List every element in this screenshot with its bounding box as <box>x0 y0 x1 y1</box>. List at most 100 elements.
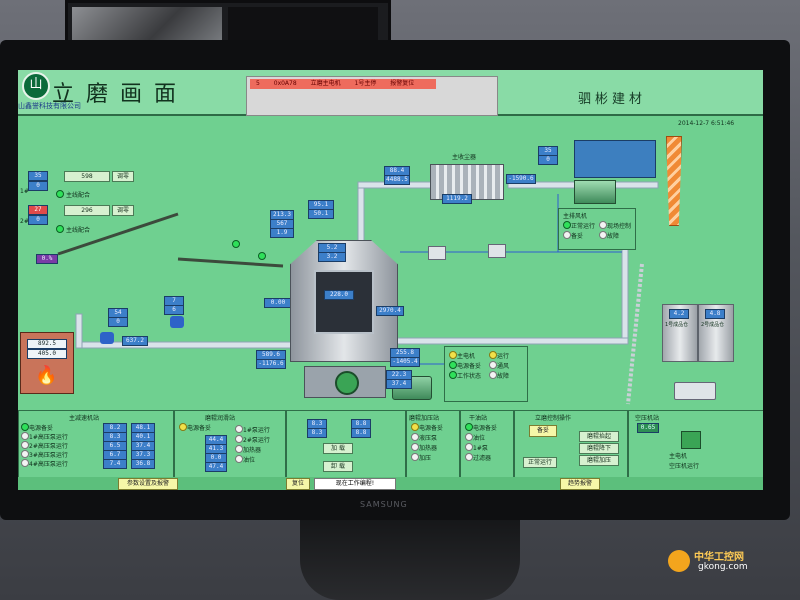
panel-roller-lube: 磨辊润滑站 电源备妥 44.4 41.3 0.0 47.4 1#泵运行 2#泵运… <box>174 410 286 478</box>
reset-button[interactable]: 复位 <box>286 478 310 490</box>
compressor-icon[interactable] <box>681 431 701 449</box>
p2-item-1: 1#泵运行 <box>243 427 270 434</box>
roller-lower-button[interactable]: 磨辊降下 <box>579 443 619 454</box>
p5-dot <box>465 433 473 441</box>
feed-conveyor <box>57 212 179 256</box>
hot-air-flow: 637.2 <box>122 336 148 346</box>
panel-mill-control: 立磨控制操作 备妥 磨辊抬起 磨辊降下 磨辊加压 正常运行 <box>514 410 628 478</box>
fan-status-dot <box>599 221 607 229</box>
ready-button[interactable]: 备妥 <box>529 425 557 437</box>
unload-button[interactable]: 卸 载 <box>323 461 353 472</box>
silo1-value: 4.2 <box>669 309 689 319</box>
feed-label-1: 1# <box>20 188 29 195</box>
company-logo: 山 <box>22 72 50 100</box>
cctv-monitor <box>65 0 391 50</box>
fan-icon[interactable] <box>488 244 506 258</box>
fan-v2: 0 <box>538 155 558 165</box>
gkong-watermark: 中华工控网 gkong.com <box>668 548 788 574</box>
mill-status-panel: 主电机 电源备妥 工作状态 运行 通风 故障 <box>444 346 528 402</box>
mill-status-1: 电源备妥 <box>457 363 482 370</box>
cctv-feed-2 <box>228 7 378 41</box>
p2-dot <box>235 425 243 433</box>
feed-row1-zero-button[interactable]: 调零 <box>112 171 134 182</box>
fan-row-3: 故障 <box>607 233 620 240</box>
alarm-panel[interactable]: 5 0x0A78 立磨主电机 1号主停 报警复位 <box>246 76 498 116</box>
mill-status-2: 工作状态 <box>457 373 482 380</box>
p5-dot <box>465 423 473 431</box>
p2-dot <box>179 423 187 431</box>
p1-dot <box>21 423 29 431</box>
trend-alarm-button[interactable]: 趋势报警 <box>560 478 600 490</box>
return-pipe-h <box>395 337 629 345</box>
p2-val: 47.4 <box>205 462 227 472</box>
cctv-feed-1 <box>72 7 222 41</box>
fan-status-dot <box>563 231 571 239</box>
roller-press-button[interactable]: 磨辊加压 <box>579 455 619 466</box>
panel-tension: 8.3 8.3 8.8 8.8 加 载 卸 载 <box>286 410 406 478</box>
feed-mode-1: 主线配合 <box>66 192 91 199</box>
p2-item-2: 2#泵运行 <box>243 437 270 444</box>
p4-dot <box>411 433 419 441</box>
watermark-line2: gkong.com <box>698 562 748 572</box>
valve-icon[interactable] <box>170 316 184 328</box>
gear-icon <box>668 550 690 572</box>
p1-dot <box>21 450 29 458</box>
brand-name: 驷彬建材 <box>578 92 647 107</box>
mill-status-3: 运行 <box>497 353 510 360</box>
roller-lift-button[interactable]: 磨辊抬起 <box>579 431 619 442</box>
air-pressure: 0.65 <box>637 423 659 433</box>
feed-status-2-dot <box>56 225 64 233</box>
riser-pipe <box>75 313 83 349</box>
alarm-row[interactable]: 5 0x0A78 立磨主电机 1号主停 报警复位 <box>250 79 436 89</box>
p2-dot <box>235 445 243 453</box>
fan-icon[interactable] <box>428 246 446 260</box>
mill-status-dot <box>489 361 497 369</box>
mill-side-val: 2970.4 <box>376 306 404 316</box>
fan-row-0: 正常运行 <box>571 223 596 230</box>
panel-reducer-station: 主减速机站 电源备妥 1#高压泵运行 2#高压泵运行 3#高压泵运行 4#高压泵… <box>18 410 174 478</box>
alarm-source: 立磨主电机 <box>310 80 341 87</box>
feed-row1-setpoint[interactable]: 598 <box>64 171 110 182</box>
p5-item-2: 1#泵 <box>473 445 488 452</box>
collector-name: 主收尘器 <box>452 154 477 161</box>
valve-pos-b: 0 <box>108 317 128 327</box>
collector-lower2: 50.1 <box>308 209 334 219</box>
main-exhaust-fan[interactable] <box>574 180 616 204</box>
p4-dot <box>411 423 419 431</box>
silo-icon[interactable]: 4.2 1号成品仓 <box>662 304 698 362</box>
p4-dot <box>411 443 419 451</box>
p3-v2: 8.3 <box>307 428 327 438</box>
p4-dot <box>411 453 419 461</box>
p2-item-0: 电源备妥 <box>187 425 212 432</box>
fan-panel-title: 主排风机 <box>563 213 588 220</box>
mill-status-5: 故障 <box>497 373 510 380</box>
mill-outlet-pipe <box>357 181 365 243</box>
truck-icon <box>674 382 716 400</box>
grind-val2: 37.4 <box>386 379 412 389</box>
collector-outlet: -1590.6 <box>506 174 536 184</box>
alarm-id: 5 <box>256 80 260 87</box>
mill-pressure: 228.0 <box>324 290 354 300</box>
p2-dot <box>235 455 243 463</box>
valve-icon[interactable] <box>100 332 114 344</box>
feed-row2-setpoint[interactable]: 296 <box>64 205 110 216</box>
panel2-title: 磨辊润滑站 <box>205 415 236 422</box>
hot-air-furnace[interactable]: 892.5 405.0 🔥 <box>20 332 74 394</box>
silo-icon[interactable]: 4.8 2号成品仓 <box>698 304 734 362</box>
p1-dot <box>21 459 29 467</box>
p2-item-3: 加热器 <box>243 447 262 454</box>
page-title: 立磨画面 <box>52 82 189 107</box>
bucket-elevator <box>626 263 644 405</box>
panel-air-compressor: 空压机站 0.65 主电机 空压机运行 <box>628 410 763 478</box>
mill-status-dot <box>449 371 457 379</box>
feed-row2-zero-button[interactable]: 调零 <box>112 205 134 216</box>
params-alarm-button[interactable]: 参数设置及报警 <box>118 478 178 490</box>
feed-mode-2: 主线配合 <box>66 227 91 234</box>
panel-dry-oil: 干油站 电源备妥 油位 1#泵 过滤器 <box>460 410 514 478</box>
p4-item-3: 加压 <box>419 455 432 462</box>
fan-row-1: 现场控制 <box>607 223 632 230</box>
p7-item-0: 主电机 <box>669 453 688 460</box>
monitor-brand: SAMSUNG <box>360 500 408 509</box>
panel4-title: 磨辊加压站 <box>409 415 440 422</box>
load-button[interactable]: 加 载 <box>323 443 353 454</box>
